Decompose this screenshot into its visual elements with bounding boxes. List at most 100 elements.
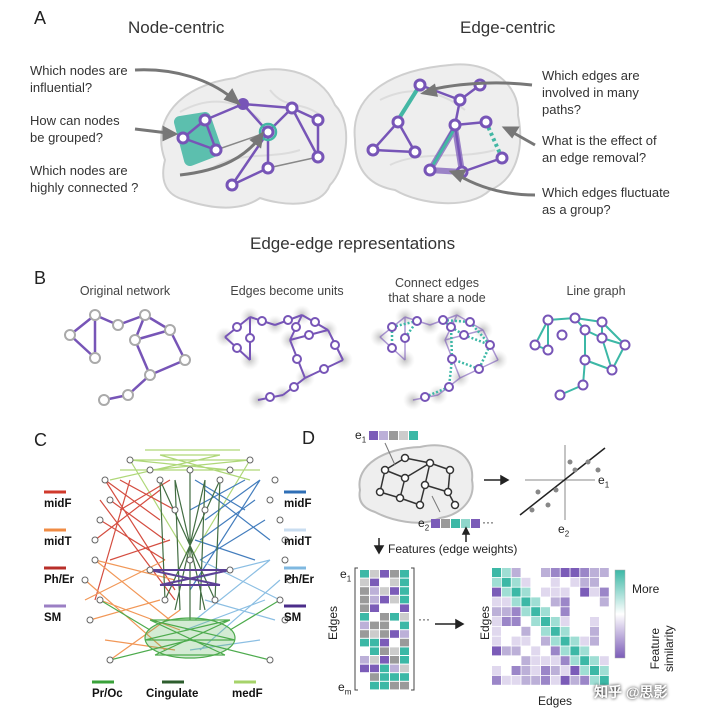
similarity-cell: [570, 588, 579, 597]
feature-cell: [390, 647, 399, 655]
similarity-cell: [512, 597, 521, 606]
feature-cell: [400, 630, 409, 638]
similarity-cell: [502, 637, 511, 646]
feature-cell: [400, 656, 409, 664]
similarity-cell: [561, 578, 570, 587]
similarity-cell: [492, 656, 501, 665]
feature-cell: [370, 604, 379, 612]
legend-right-midf: midF: [284, 498, 311, 510]
similarity-cell: [580, 646, 589, 655]
similarity-cell: [561, 617, 570, 626]
similarity-cell: [512, 656, 521, 665]
similarity-cell: [492, 666, 501, 675]
legend-right-midt: midT: [284, 536, 311, 548]
feature-cell: [380, 587, 389, 595]
feature-cell: [370, 622, 379, 630]
similarity-cell: [541, 627, 550, 636]
similarity-cell: [541, 666, 550, 675]
scatter-plot: [520, 445, 605, 520]
feature-matrix: [360, 570, 409, 689]
e1-feature-vector: [369, 431, 418, 440]
similarity-cell: [521, 676, 530, 685]
feature-cell: [380, 613, 389, 621]
similarity-cell: [541, 656, 550, 665]
similarity-cell: [512, 646, 521, 655]
similarity-cell: [551, 666, 560, 675]
similarity-cell: [600, 627, 609, 636]
similarity-cell: [551, 676, 560, 685]
similarity-cell: [541, 637, 550, 646]
legend-right-pher: Ph/Er: [284, 574, 314, 586]
feature-cell: [360, 682, 369, 690]
edge-edge-section-title: Edge-edge representations: [250, 234, 455, 254]
similarity-cell: [551, 597, 560, 606]
step-line-graph: Line graph: [556, 284, 636, 299]
original-network: [65, 310, 190, 405]
similarity-cell: [580, 588, 589, 597]
similarity-cell: [551, 578, 560, 587]
similarity-cell: [570, 627, 579, 636]
similarity-cell: [541, 646, 550, 655]
similarity-cell: [590, 597, 599, 606]
similarity-cell: [561, 588, 570, 597]
similarity-cell: [521, 666, 530, 675]
similarity-cell: [561, 627, 570, 636]
similarity-y-label: Edges: [478, 606, 492, 640]
legend-left-midf: midF: [44, 498, 71, 510]
legend-left-sm: SM: [44, 612, 61, 624]
similarity-cell: [521, 568, 530, 577]
feature-cell: [360, 604, 369, 612]
similarity-cell: [521, 607, 530, 616]
similarity-cell: [570, 676, 579, 685]
similarity-cell: [521, 578, 530, 587]
similarity-cell: [502, 666, 511, 675]
similarity-cell: [521, 637, 530, 646]
similarity-cell: [570, 607, 579, 616]
similarity-cell: [590, 627, 599, 636]
similarity-cell: [521, 597, 530, 606]
similarity-cell: [521, 646, 530, 655]
similarity-cell: [570, 578, 579, 587]
similarity-cell: [512, 607, 521, 616]
edge-question-removal: What is the effect of an edge removal?: [542, 132, 657, 166]
feature-cell: [360, 656, 369, 664]
feature-cell: [380, 665, 389, 673]
similarity-cell: [502, 607, 511, 616]
connectome-graph: [82, 450, 293, 663]
similarity-cell: [502, 617, 511, 626]
connect-edges-network: [370, 305, 508, 410]
edge-question-fluctuate: Which edges fluctuate as a group?: [542, 184, 670, 218]
similarity-cell: [551, 568, 560, 577]
similarity-cell: [531, 627, 540, 636]
similarity-cell: [521, 617, 530, 626]
feature-cell: [380, 639, 389, 647]
colorbar-title: Feature similarity: [648, 625, 676, 672]
panel-a-label: A: [34, 8, 46, 29]
similarity-cell: [580, 578, 589, 587]
similarity-cell: [512, 637, 521, 646]
legend-bottom-proc: Pr/Oc: [92, 688, 123, 700]
panel-b-label: B: [34, 268, 46, 289]
feature-cell: [370, 613, 379, 621]
edges-become-units: [215, 305, 353, 410]
step-edges-units: Edges become units: [222, 284, 352, 299]
feature-cell: [400, 639, 409, 647]
similarity-cell: [531, 568, 540, 577]
similarity-cell: [531, 607, 540, 616]
edge-centric-title: Edge-centric: [460, 18, 555, 38]
similarity-cell: [492, 627, 501, 636]
similarity-cell: [541, 607, 550, 616]
colorbar-top-label: More: [632, 582, 659, 596]
similarity-cell: [561, 676, 570, 685]
similarity-cell: [570, 646, 579, 655]
similarity-cell: [541, 597, 550, 606]
feature-cell: [400, 604, 409, 612]
similarity-cell: [561, 607, 570, 616]
feature-cell: [400, 665, 409, 673]
scatter-y-label: e2: [558, 522, 569, 538]
similarity-cell: [600, 656, 609, 665]
similarity-cell: [541, 617, 550, 626]
similarity-cell: [590, 666, 599, 675]
similarity-cell: [492, 617, 501, 626]
panel-c-label: C: [34, 430, 47, 451]
